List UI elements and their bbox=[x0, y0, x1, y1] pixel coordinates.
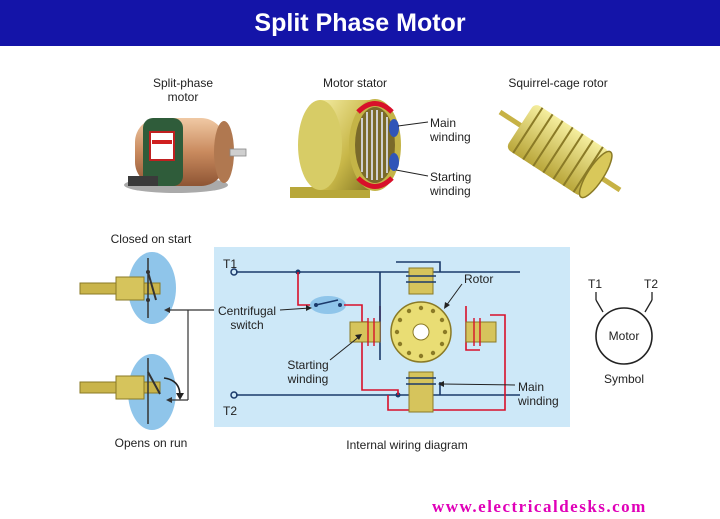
symbol-caption: Symbol bbox=[603, 372, 644, 386]
symbol-motor-label: Motor bbox=[608, 329, 640, 343]
switch-closed-illustration bbox=[79, 252, 176, 324]
main-winding-callout-label: Main winding bbox=[518, 380, 559, 408]
main-winding-line-1: Main bbox=[518, 380, 545, 394]
symbol-t1-label: T1 bbox=[588, 277, 603, 291]
wiring-diagram bbox=[230, 261, 520, 413]
wiring-t1-label: T1 bbox=[223, 257, 238, 271]
motor-label-line-1: Split-phase bbox=[152, 76, 214, 90]
stator-main-winding-line-2: winding bbox=[430, 130, 471, 144]
stator-starting-winding-line-1: Starting bbox=[430, 170, 472, 184]
starting-winding-label: Starting winding bbox=[278, 358, 338, 386]
centrifugal-switch-line-2: switch bbox=[230, 318, 264, 332]
stator-starting-winding-label: Starting winding bbox=[430, 170, 471, 198]
opens-on-run-label: Opens on run bbox=[114, 436, 188, 450]
stator-main-winding-label: Main winding bbox=[430, 116, 471, 144]
main-winding-line-2: winding bbox=[518, 394, 559, 408]
switch-pointer-lines bbox=[164, 307, 214, 403]
split-phase-motor-image bbox=[124, 118, 247, 193]
motor-stator-image bbox=[290, 99, 429, 198]
stator-main-winding-line-1: Main bbox=[430, 116, 457, 130]
motor-symbol bbox=[595, 292, 653, 365]
rotor-label: Squirrel-cage rotor bbox=[508, 76, 608, 90]
wiring-diagram-caption: Internal wiring diagram bbox=[346, 438, 468, 452]
page-title: Split Phase Motor bbox=[254, 9, 466, 37]
stator-label: Motor stator bbox=[322, 76, 388, 90]
squirrel-cage-rotor-image bbox=[498, 105, 622, 199]
watermark: www.electricaldesks.com bbox=[432, 497, 647, 516]
centrifugal-switch-line-1: Centrifugal bbox=[217, 304, 277, 318]
title-banner: Split Phase Motor bbox=[0, 0, 720, 46]
stator-starting-winding-line-2: winding bbox=[430, 184, 471, 198]
starting-winding-line-2: winding bbox=[287, 372, 329, 386]
symbol-t2-label: T2 bbox=[644, 277, 659, 291]
centrifugal-switch-label: Centrifugal switch bbox=[212, 304, 282, 332]
wiring-t2-label: T2 bbox=[223, 404, 238, 418]
closed-on-start-label: Closed on start bbox=[110, 232, 192, 246]
starting-winding-line-1: Starting bbox=[287, 358, 329, 372]
rotor-callout-label: Rotor bbox=[464, 272, 494, 286]
motor-label: Split-phase motor bbox=[138, 76, 228, 104]
switch-open-illustration bbox=[79, 354, 184, 430]
motor-label-line-2: motor bbox=[167, 90, 199, 104]
